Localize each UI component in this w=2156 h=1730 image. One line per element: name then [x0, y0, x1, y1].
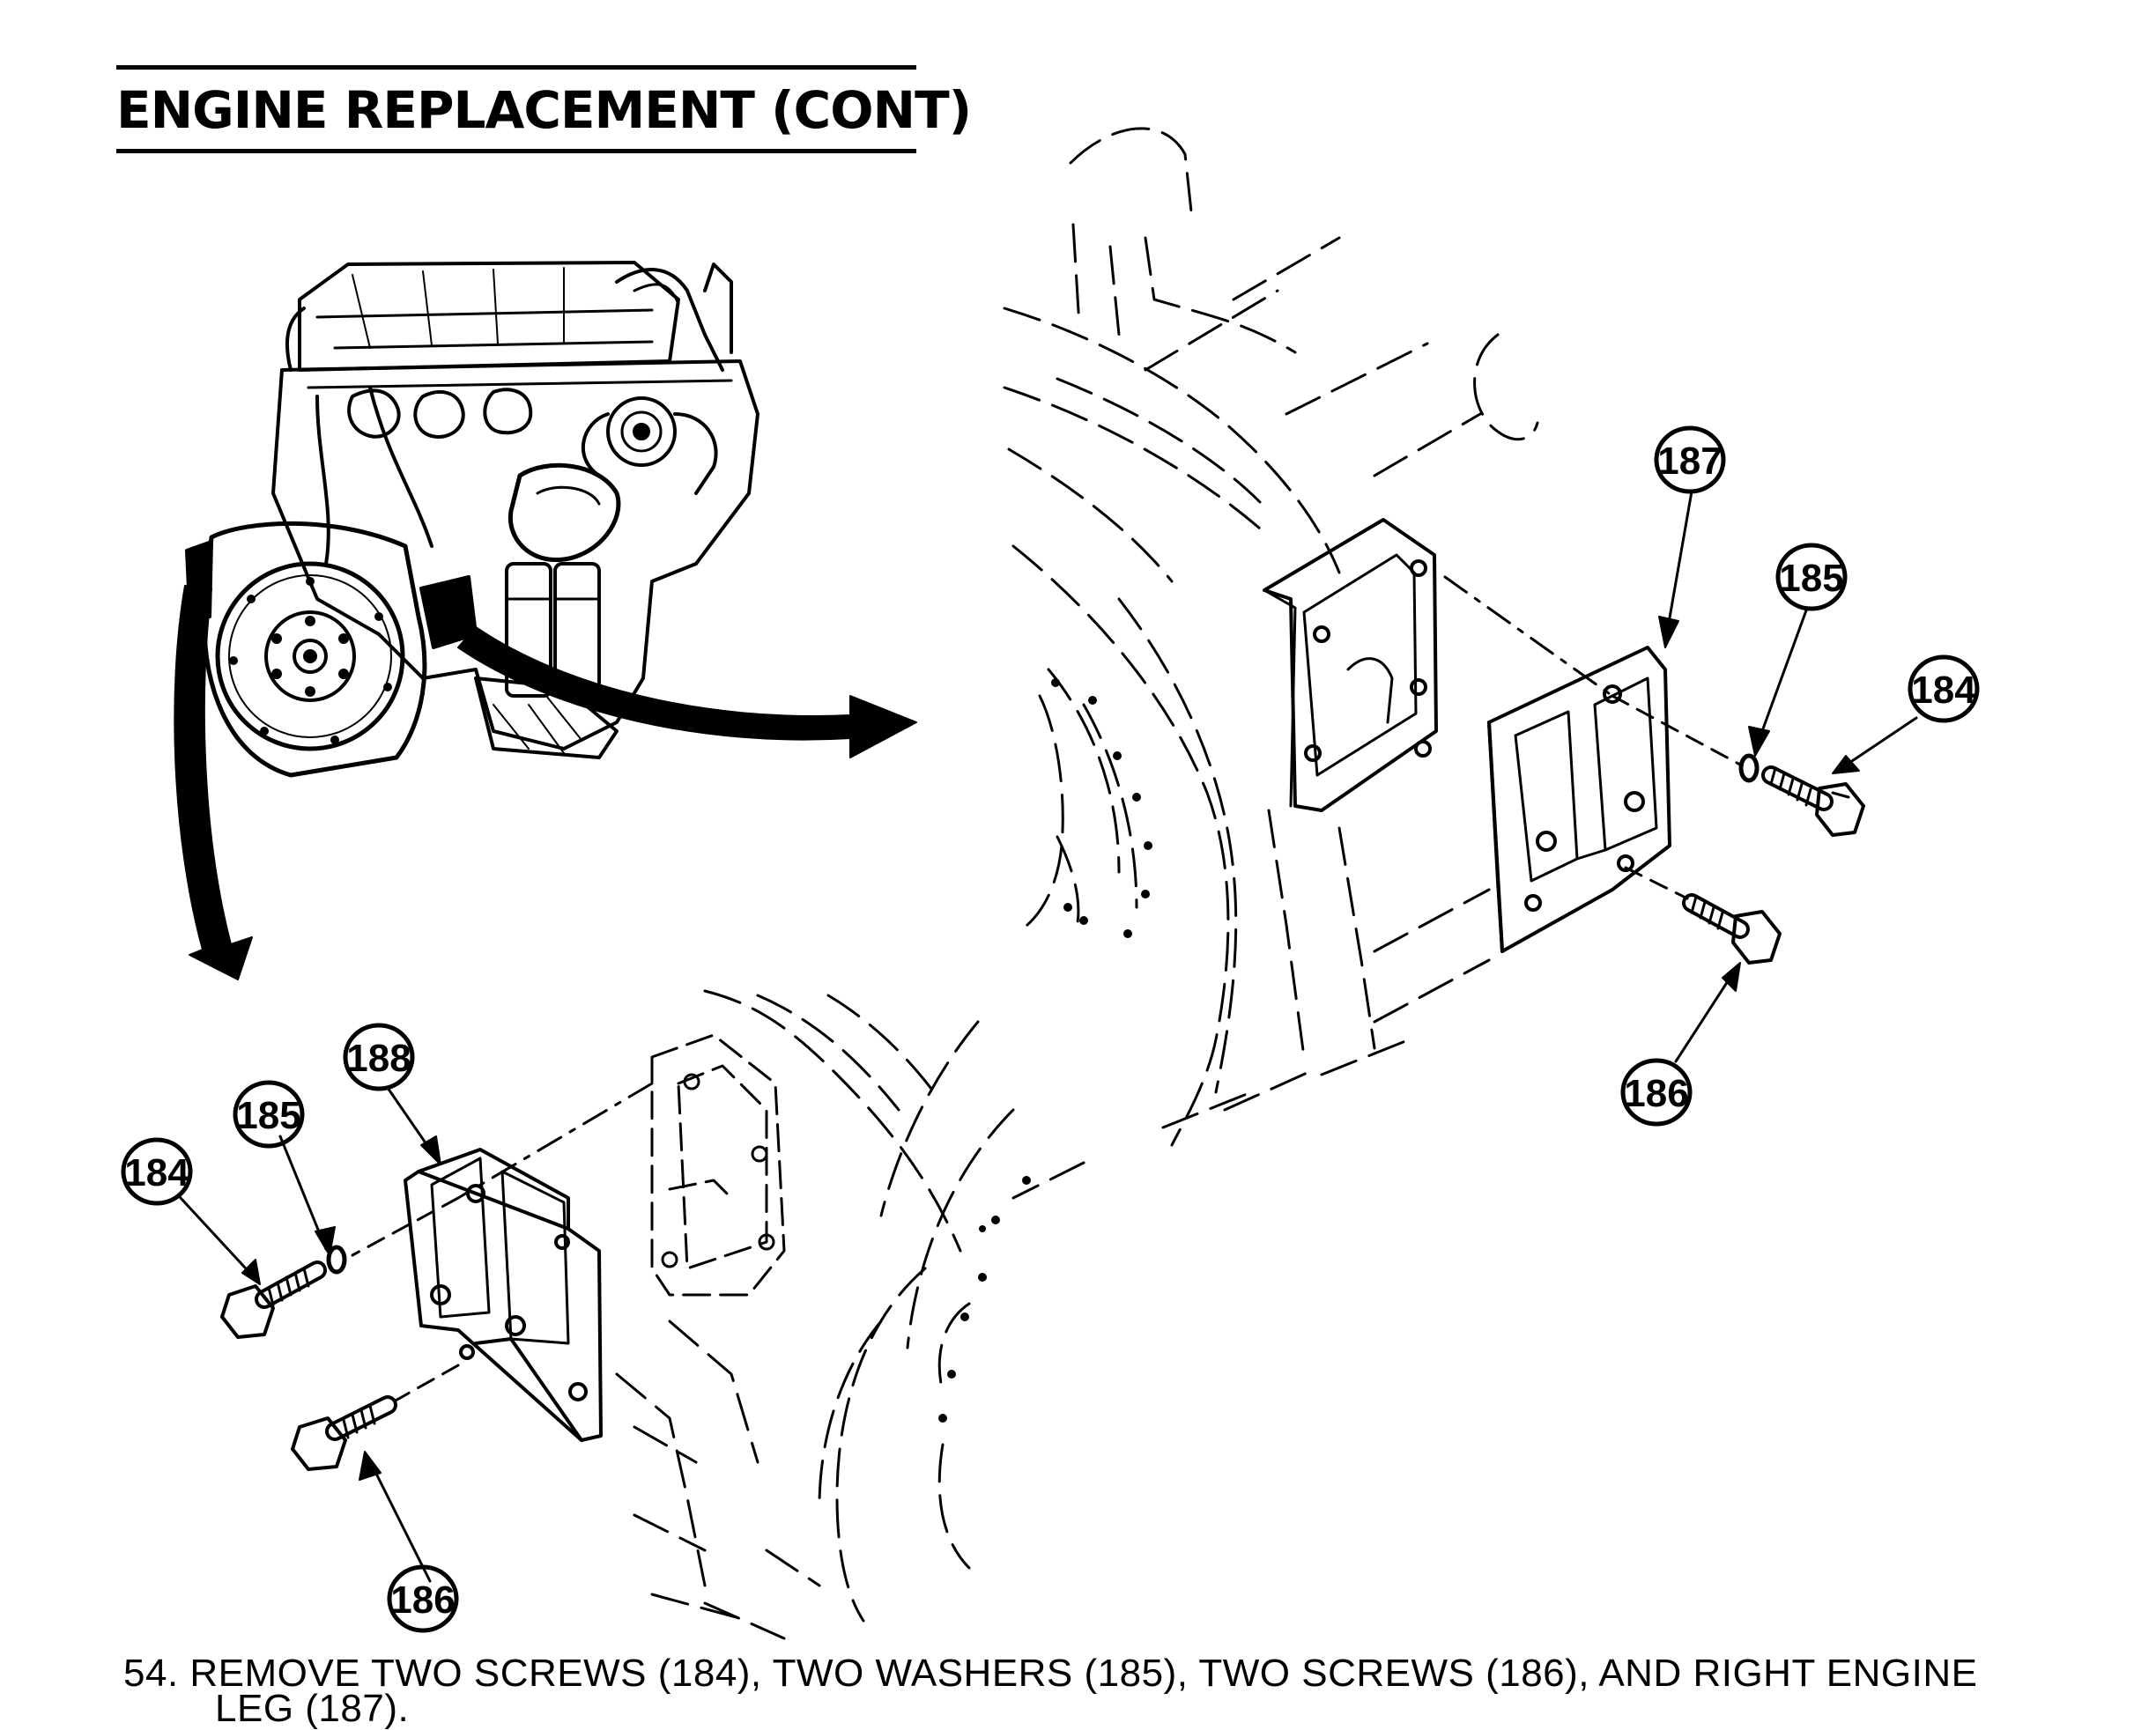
leader-184-lower: [179, 1196, 257, 1281]
step-text-line-1: 54. REMOVE TWO SCREWS (184), TWO WASHERS…: [123, 1652, 1978, 1695]
callout-186-upper-label: 186: [1624, 1072, 1688, 1115]
left-engine-leg-detail: [179, 989, 1085, 1640]
callout-188-label: 188: [346, 1037, 411, 1080]
callout-balloons: 187 185 184 186 188 185 184 186: [121, 425, 1980, 1633]
callout-185-upper-label: 185: [1779, 557, 1843, 600]
callout-185-lower: 185: [233, 1080, 305, 1149]
callout-184-upper: 184: [1908, 654, 1980, 723]
callout-187-upper: 187: [1654, 425, 1726, 494]
step-text-line-2: LEG (187).: [215, 1687, 410, 1730]
leader-185-upper: [1753, 609, 1808, 752]
callout-186-lower-label: 186: [390, 1578, 455, 1622]
callout-186-lower: 186: [387, 1564, 459, 1633]
callout-185-lower-label: 185: [236, 1094, 300, 1137]
arrow-to-left-mount-detail: [174, 585, 253, 980]
page-title: ENGINE REPLACEMENT (CONT): [116, 80, 972, 140]
leader-186-upper: [1674, 967, 1737, 1063]
callout-188-lower: 188: [343, 1023, 415, 1091]
page-header: ENGINE REPLACEMENT (CONT): [116, 65, 972, 153]
callout-186-upper: 186: [1620, 1058, 1693, 1127]
engine-overview-illustration: [185, 261, 759, 778]
arrow-to-right-mount-detail: [457, 626, 917, 758]
right-engine-leg-detail: [1003, 127, 1918, 1147]
leader-184-upper: [1840, 716, 1918, 770]
procedure-step-54: 54. REMOVE TWO SCREWS (184), TWO WASHERS…: [123, 1654, 2106, 1730]
header-top-rule: [116, 65, 916, 70]
leader-187: [1663, 490, 1693, 645]
callout-187-label: 187: [1657, 440, 1722, 483]
callout-185-upper: 185: [1775, 543, 1848, 611]
callout-184-upper-label: 184: [1911, 669, 1976, 712]
leader-186-lower: [367, 1456, 432, 1583]
header-bottom-rule: [116, 149, 916, 153]
callout-184-lower: 184: [121, 1137, 193, 1206]
callout-184-lower-label: 184: [124, 1151, 189, 1194]
